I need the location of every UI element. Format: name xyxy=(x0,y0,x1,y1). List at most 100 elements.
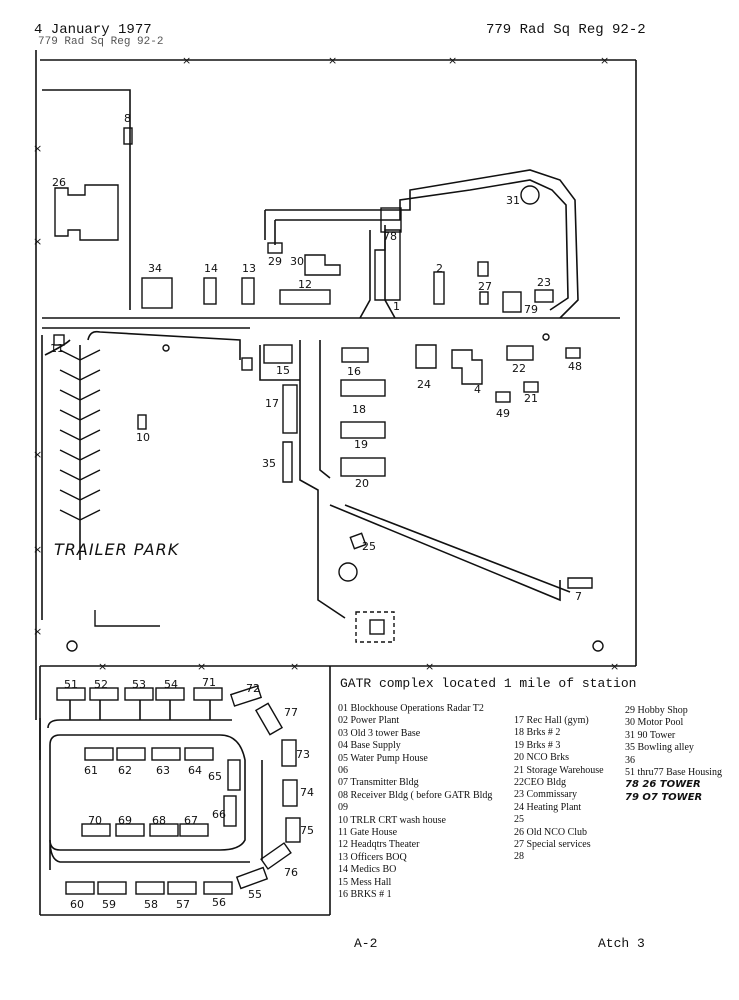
building-number-label: 58 xyxy=(144,898,158,911)
building-number-label: 10 xyxy=(136,431,150,444)
building-number-label: 69 xyxy=(118,814,132,827)
building-number-label: 54 xyxy=(164,678,178,691)
attachment-label: Atch 3 xyxy=(598,936,645,951)
date-header: 4 January 1977 xyxy=(34,22,152,38)
building-number-label: 11 xyxy=(50,342,64,355)
legend-entry: 18 Brks # 2 xyxy=(514,727,561,739)
building-number-label: 29 xyxy=(268,255,282,268)
building-number-label: 78 xyxy=(383,230,397,243)
building-number-label: 77 xyxy=(284,706,298,719)
legend-column-2: 17 Rec Hall (gym) 18 Brks # 2 19 Brks # … xyxy=(514,715,604,864)
svg-text:×: × xyxy=(33,142,42,155)
legend-entry: 16 BRKS # 1 xyxy=(338,889,392,901)
legend-entry: 10 TRLR CRT wash house xyxy=(338,814,446,826)
legend-entry: 13 Officers BOQ xyxy=(338,851,407,863)
building-number-label: 67 xyxy=(184,814,198,827)
building-number-label: 70 xyxy=(88,814,102,827)
building-number-label: 71 xyxy=(202,676,216,689)
legend-entry-handwritten: 79 O7 TOWER xyxy=(625,791,703,803)
building-number-label: 30 xyxy=(290,255,304,268)
building-number-label: 48 xyxy=(568,360,582,373)
legend-entry: 31 90 Tower xyxy=(625,729,676,741)
building-number-label: 49 xyxy=(496,407,510,420)
legend-entry: 05 Water Pump House xyxy=(338,752,428,764)
building-number-label: 66 xyxy=(212,808,226,821)
building-number-label: 22 xyxy=(512,362,526,375)
legend-entry: 06 xyxy=(338,765,348,777)
building-number-label: 8 xyxy=(124,112,131,125)
legend-entry: 04 Base Supply xyxy=(338,740,401,752)
legend-entry: 26 Old NCO Club xyxy=(514,826,588,838)
building-number-label: 63 xyxy=(156,764,170,777)
legend-entry: 23 Commissary xyxy=(514,789,578,801)
building-number-label: 56 xyxy=(212,896,226,909)
legend-column-3: 29 Hobby Shop 30 Motor Pool 31 90 Tower … xyxy=(625,705,722,804)
legend-entry: 25 xyxy=(514,814,524,826)
svg-text:×: × xyxy=(182,54,191,67)
building-number-label: 52 xyxy=(94,678,108,691)
legend-entry: 36 xyxy=(625,754,635,766)
svg-text:×: × xyxy=(610,660,619,673)
legend-entry: 21 Storage Warehouse xyxy=(514,764,604,776)
building-number-label: 20 xyxy=(355,477,369,490)
building-number-label: 62 xyxy=(118,764,132,777)
building-number-label: 74 xyxy=(300,786,314,799)
legend-entry: 15 Mess Hall xyxy=(338,876,392,888)
building-number-label: 1 xyxy=(393,300,400,313)
building-number-label: 60 xyxy=(70,898,84,911)
building-number-label: 51 xyxy=(64,678,78,691)
building-number-label: 25 xyxy=(362,540,376,553)
building-number-label: 59 xyxy=(102,898,116,911)
building-number-label: 55 xyxy=(248,888,262,901)
svg-text:×: × xyxy=(448,54,457,67)
legend-entry: 17 Rec Hall (gym) xyxy=(514,715,589,726)
legend-entry: 01 Blockhouse Operations Radar T2 xyxy=(338,703,484,714)
legend-entry: 14 Medics BO xyxy=(338,864,397,876)
building-number-label: 75 xyxy=(300,824,314,837)
svg-text:×: × xyxy=(600,54,609,67)
building-number-label: 4 xyxy=(474,383,481,396)
building-number-label: 27 xyxy=(478,280,492,293)
building-number-label: 17 xyxy=(265,397,279,410)
svg-text:×: × xyxy=(33,448,42,461)
building-number-label: 53 xyxy=(132,678,146,691)
reference-header: 779 Rad Sq Reg 92-2 xyxy=(486,22,646,38)
legend-entry: 08 Receiver Bldg ( before GATR Bldg xyxy=(338,789,493,801)
building-number-label: 64 xyxy=(188,764,202,777)
building-number-label: 31 xyxy=(506,194,520,207)
legend-entry: 09 xyxy=(338,802,348,814)
building-number-label: 2 xyxy=(436,262,443,275)
building-number-label: 34 xyxy=(148,262,162,275)
building-number-label: 35 xyxy=(262,457,276,470)
building-number-label: 73 xyxy=(296,748,310,761)
legend-entry: 07 Transmitter Bldg xyxy=(338,777,419,789)
legend-entry: 51 thru77 Base Housing xyxy=(625,767,722,779)
legend-entry: 11 Gate House xyxy=(338,827,398,839)
building-number-label: 68 xyxy=(152,814,166,827)
legend-entry: 27 Special services xyxy=(514,839,591,851)
legend-entry: 20 NCO Brks xyxy=(514,752,570,764)
legend-column-1: 01 Blockhouse Operations Radar T2 02 Pow… xyxy=(338,703,492,902)
building-number-label: 57 xyxy=(176,898,190,911)
legend-entry: 22CEO Bldg xyxy=(514,777,566,789)
gatr-note: GATR complex located 1 mile of station xyxy=(340,676,637,691)
building-number-label: 7 xyxy=(575,590,582,603)
svg-text:×: × xyxy=(33,235,42,248)
legend-entry: 03 Old 3 tower Base xyxy=(338,727,421,739)
building-number-label: 19 xyxy=(354,438,368,451)
legend-entry: 24 Heating Plant xyxy=(514,801,582,813)
building-number-label: 65 xyxy=(208,770,222,783)
legend-entry-handwritten: 78 26 TOWER xyxy=(625,779,701,791)
legend-entry: 02 Power Plant xyxy=(338,715,400,727)
svg-text:×: × xyxy=(290,660,299,673)
svg-text:×: × xyxy=(425,660,434,673)
svg-text:×: × xyxy=(328,54,337,67)
building-number-label: 26 xyxy=(52,176,66,189)
building-number-label: 15 xyxy=(276,364,290,377)
svg-text:×: × xyxy=(98,660,107,673)
svg-text:×: × xyxy=(197,660,206,673)
legend-entry: 28 xyxy=(514,851,524,863)
building-number-label: 79 xyxy=(524,303,538,316)
building-number-label: 18 xyxy=(352,403,366,416)
